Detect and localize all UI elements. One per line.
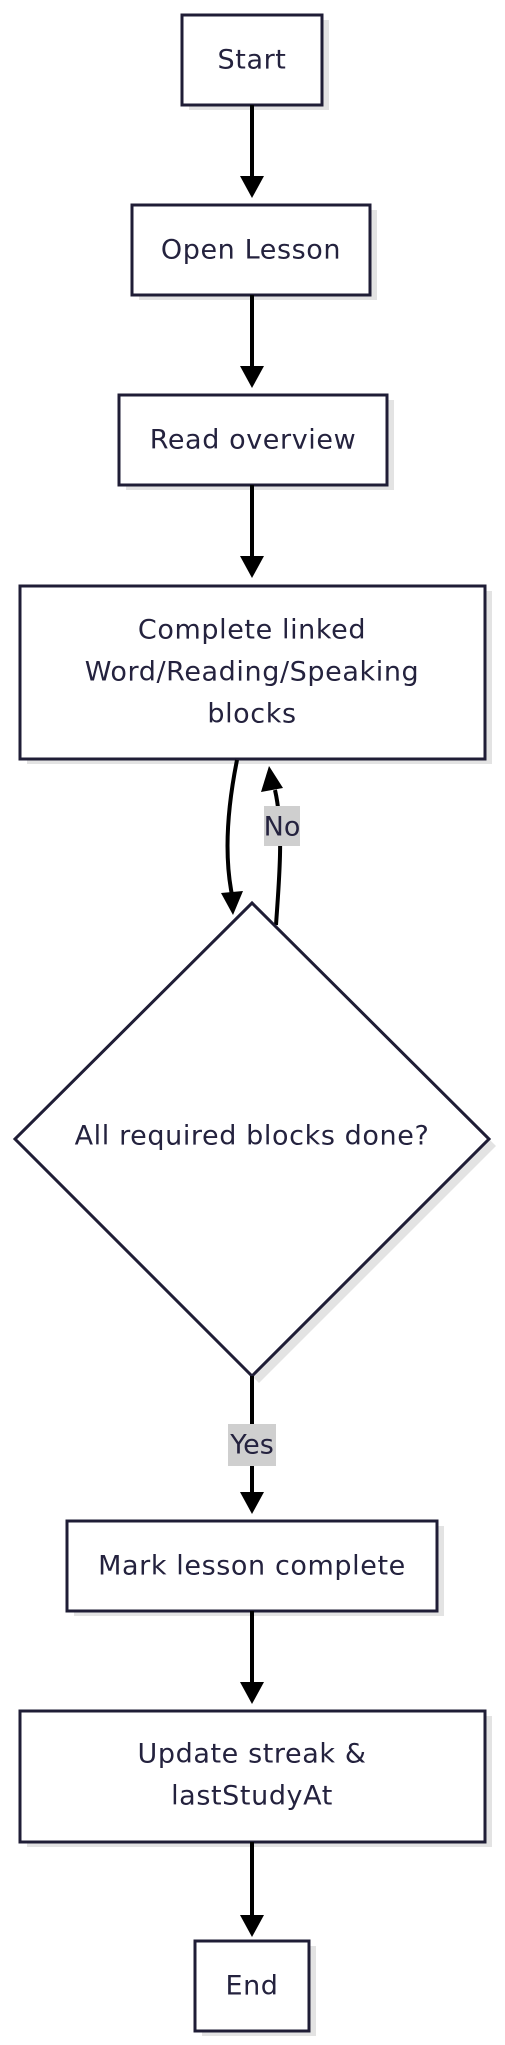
open-lesson-node-label: Open Lesson — [161, 235, 341, 266]
complete-blocks-label-line-2: Word/Reading/Speaking — [85, 657, 420, 688]
mark-complete-node-label: Mark lesson complete — [98, 1551, 406, 1582]
edge-update-streak-to-end — [240, 1842, 264, 1937]
open-lesson-node: Open Lesson — [130, 203, 377, 300]
edge-open-lesson-to-read-overview — [240, 295, 264, 388]
edge-decision-yes: Yes — [228, 1376, 276, 1514]
start-node-label: Start — [218, 45, 287, 76]
read-overview-node-label: Read overview — [150, 425, 357, 456]
start-node: Start — [180, 13, 329, 110]
read-overview-node: Read overview — [117, 393, 394, 490]
decision-node-label: All required blocks done? — [75, 1121, 430, 1152]
decision-node: All required blocks done? — [12, 900, 496, 1383]
edge-complete-blocks-to-decision — [221, 759, 243, 915]
update-streak-label-line-2: lastStudyAt — [171, 1781, 333, 1812]
update-streak-label-line-1: Update streak & — [138, 1739, 367, 1770]
complete-blocks-label-line-3: blocks — [207, 699, 296, 730]
no-edge-label: No — [264, 812, 301, 843]
complete-blocks-label-line-1: Complete linked — [138, 615, 366, 646]
mark-complete-node: Mark lesson complete — [65, 1519, 444, 1616]
update-streak-node: Update streak & lastStudyAt — [18, 1709, 492, 1847]
edge-start-to-open-lesson — [240, 105, 264, 198]
end-node-label: End — [225, 1971, 278, 2002]
yes-edge-label: Yes — [229, 1430, 274, 1461]
edge-mark-complete-to-update-streak — [240, 1611, 264, 1704]
edge-decision-no-loop: No — [261, 766, 301, 926]
edge-read-overview-to-complete-blocks — [240, 485, 264, 578]
end-node: End — [193, 1939, 316, 2036]
complete-blocks-node: Complete linked Word/Reading/Speaking bl… — [18, 584, 492, 764]
